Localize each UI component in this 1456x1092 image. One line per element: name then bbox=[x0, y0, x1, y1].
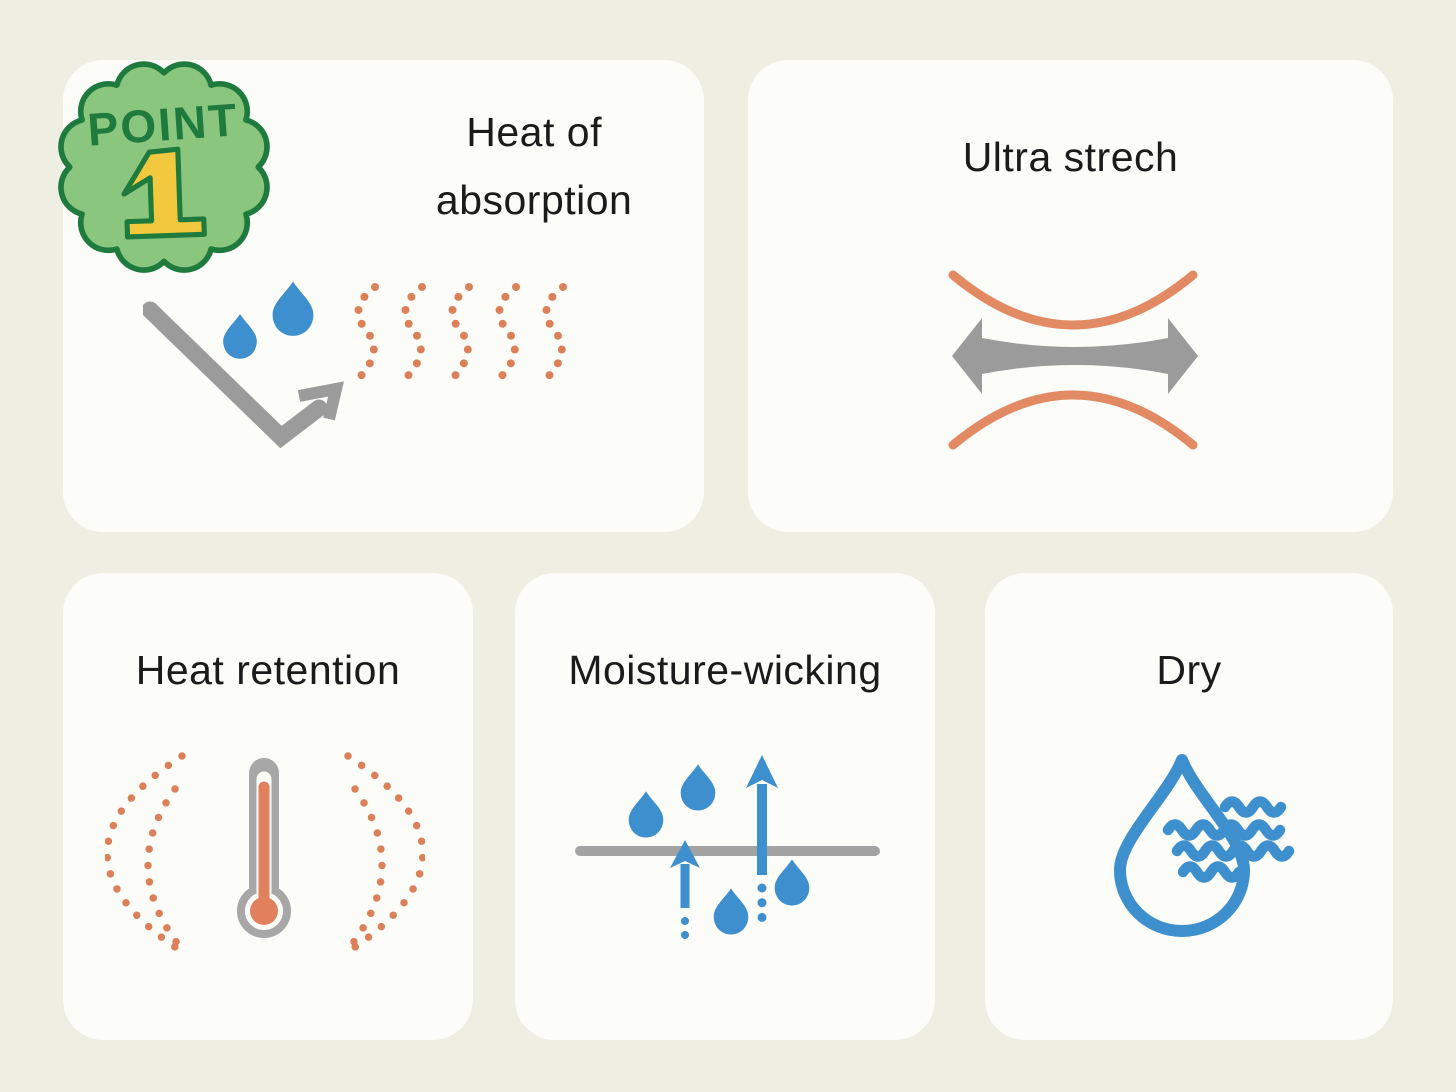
steam-wave-icon bbox=[448, 287, 469, 383]
heat-arcs bbox=[105, 752, 425, 951]
arrowhead-up-icon bbox=[746, 755, 778, 788]
water-drop-icon bbox=[628, 791, 664, 838]
steam-wave-icon bbox=[354, 287, 375, 383]
steam-dotted-waves bbox=[354, 287, 563, 383]
card-moisture-wicking: Moisture-wicking bbox=[515, 573, 935, 1040]
card-title-heat-retention: Heat retention bbox=[63, 645, 473, 695]
droplet-wind-icon bbox=[1114, 754, 1295, 937]
stretch-arrow-icon bbox=[948, 270, 1198, 450]
title-line-1: Moisture-wicking bbox=[568, 647, 882, 693]
steam-wave-icon bbox=[542, 287, 563, 383]
double-headed-arrow bbox=[952, 318, 1198, 394]
fabric-curve-top bbox=[948, 270, 1198, 330]
card-dry: Dry bbox=[985, 573, 1393, 1040]
title-line-1: Heat retention bbox=[135, 647, 401, 693]
heat-arc-right-outer bbox=[344, 752, 425, 951]
card-title-heat-of-absorption: Heat of absorption bbox=[364, 98, 704, 234]
title-line-2: absorption bbox=[435, 177, 633, 223]
steam-wave-icon bbox=[495, 287, 516, 383]
badge-number-one-icon bbox=[121, 146, 207, 240]
heat-arc-left-outer bbox=[105, 752, 186, 951]
water-drop-icon bbox=[680, 764, 716, 811]
heat-arc-right-inner bbox=[349, 785, 386, 947]
card-title-dry: Dry bbox=[985, 645, 1393, 695]
fabric-curve-bottom bbox=[948, 390, 1198, 450]
bounce-arrow-line bbox=[143, 301, 328, 449]
heat-arc-left-inner bbox=[144, 785, 181, 947]
card-title-moisture-wicking: Moisture-wicking bbox=[515, 645, 935, 695]
water-drop-icon bbox=[223, 314, 257, 359]
steam-wave-icon bbox=[401, 287, 422, 383]
card-title-ultra-strech: Ultra strech bbox=[748, 132, 1393, 182]
droplets-bounce-steam-icon bbox=[143, 281, 603, 449]
wind-waves bbox=[1162, 796, 1295, 883]
card-ultra-strech: Ultra strech bbox=[748, 60, 1393, 532]
title-line-1: Ultra strech bbox=[962, 134, 1179, 180]
thermometer-radiating-heat-icon bbox=[105, 752, 425, 951]
title-line-1: Dry bbox=[1156, 647, 1222, 693]
wind-wave-icon bbox=[1162, 819, 1286, 841]
wicking-arrow-short bbox=[670, 840, 700, 953]
point-1-badge: POINT 1 bbox=[58, 61, 270, 273]
bounce-arrowhead bbox=[297, 381, 344, 421]
water-drop-icon bbox=[713, 888, 749, 935]
badge-label: POINT bbox=[86, 93, 240, 155]
droplets-through-fabric-arrows-icon bbox=[575, 755, 880, 953]
water-drop-icon bbox=[774, 859, 810, 906]
thermometer-icon bbox=[237, 758, 291, 938]
wicking-arrow-tall bbox=[746, 755, 778, 937]
droplet-outline-icon bbox=[1114, 754, 1250, 937]
wind-wave-icon bbox=[1177, 861, 1245, 883]
arrowhead-up-icon bbox=[670, 840, 700, 868]
wind-wave-icon bbox=[1219, 796, 1287, 818]
wind-wave-icon bbox=[1171, 840, 1295, 862]
title-line-1: Heat of bbox=[466, 109, 602, 155]
card-heat-retention: Heat retention bbox=[63, 573, 473, 1040]
